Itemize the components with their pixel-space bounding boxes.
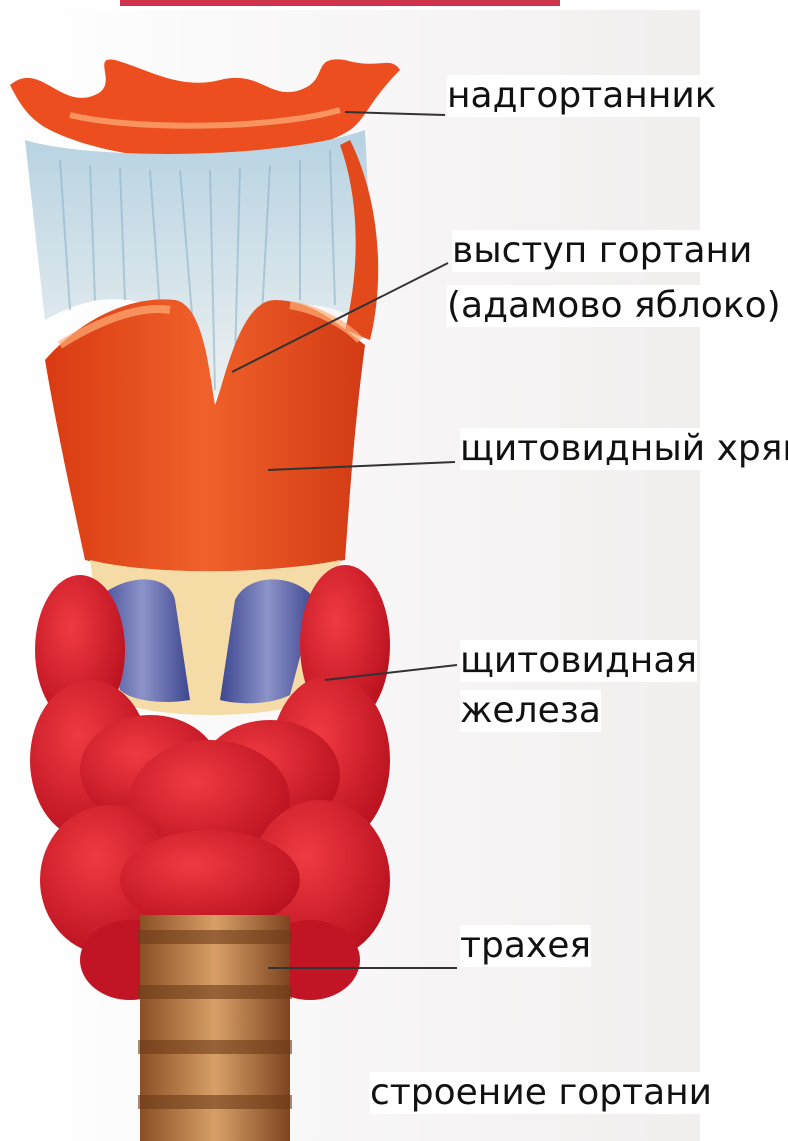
diagram-caption: строение гортани xyxy=(370,1072,712,1114)
label-thyroid-gland-line2: железа xyxy=(460,690,601,732)
title-fragment xyxy=(120,0,560,6)
label-thyroid-gland-line1: щитовидная xyxy=(460,640,697,682)
label-laryngeal-prominence-line2: (адамово яблоко) xyxy=(447,285,781,327)
label-thyroid-cartilage: щитовидный хрящ xyxy=(460,428,788,470)
label-epiglottis: надгортанник xyxy=(447,75,717,117)
trachea-shape xyxy=(138,915,292,1141)
label-trachea: трахея xyxy=(460,925,591,967)
label-laryngeal-prominence-line1: выступ гортани xyxy=(452,230,752,272)
